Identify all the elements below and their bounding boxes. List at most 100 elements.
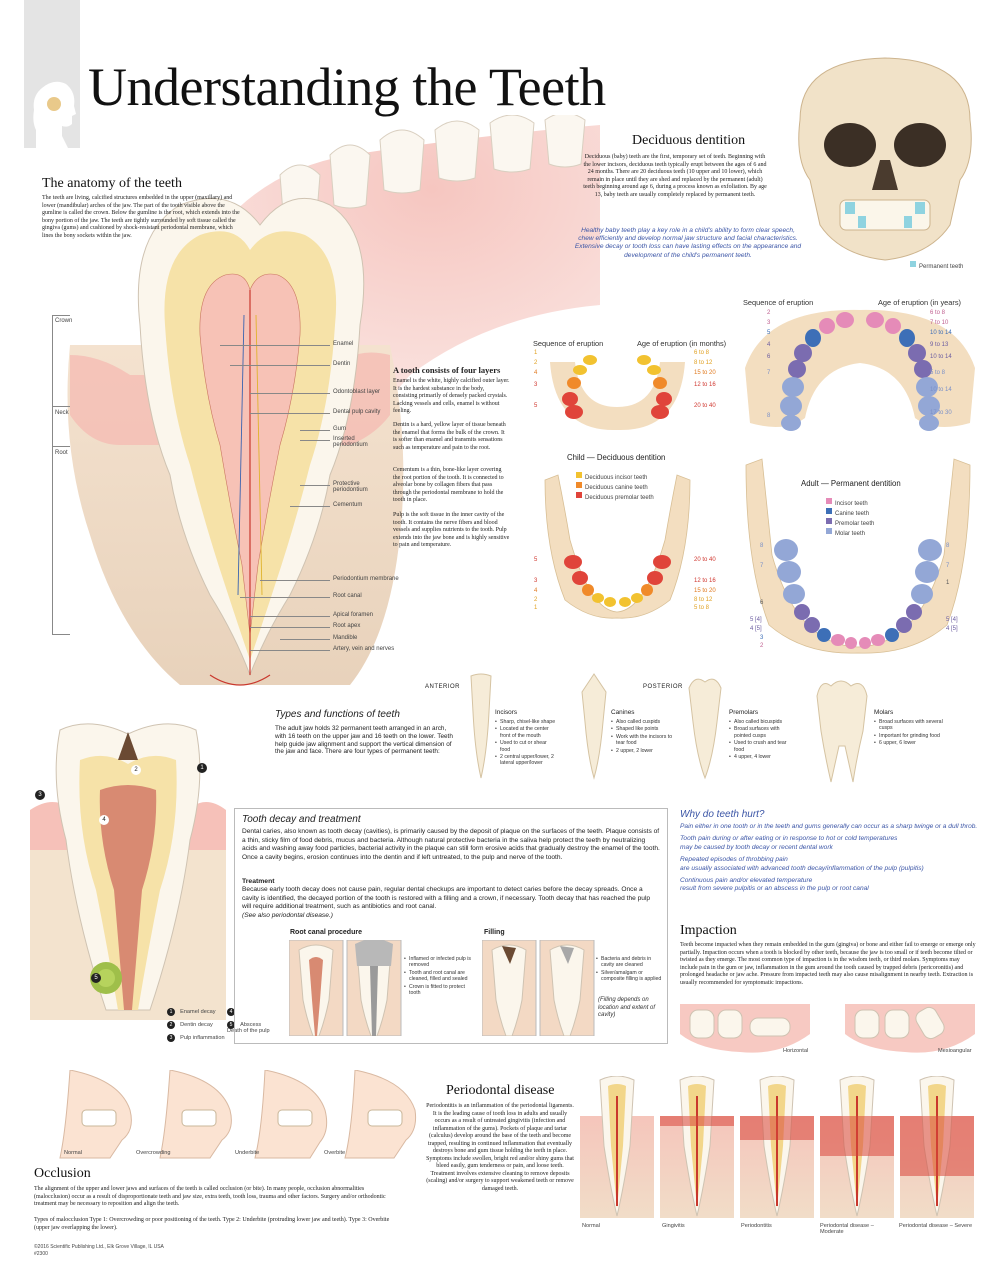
canine-illustration	[578, 672, 610, 780]
canines-list: Also called cuspids Shaped like points W…	[611, 719, 673, 755]
child-upper-seq-2: 2	[534, 360, 538, 366]
decay-p1: Dental caries, also known as tooth decay…	[242, 828, 660, 861]
permanent-teeth-label: Permanent teeth	[919, 264, 964, 270]
periodontal-stage-periodontitis: Periodontitis	[741, 1223, 772, 1229]
periodontal-stage-severe: Periodontal disease – Severe	[899, 1223, 973, 1229]
page-title: Understanding the Teeth	[88, 57, 606, 117]
adult-lower-left-4: 5 [4]	[750, 617, 762, 623]
adult-upper-seq-5: 6	[767, 354, 771, 360]
posterior-label: POSTERIOR	[643, 684, 683, 690]
adult-legend-title: Adult — Permanent dentition	[801, 479, 901, 488]
child-legend-premolar: Deciduous premolar teeth	[576, 484, 654, 501]
adult-lower-left-2: 7	[760, 563, 764, 569]
decay-marker-5: 5	[91, 973, 101, 983]
occlusion-normal: Normal	[64, 1150, 83, 1156]
why-item-4-title: Continuous pain and/or elevated temperat…	[680, 877, 813, 885]
types-heading: Types and functions of teeth	[275, 709, 400, 720]
child-upper-age-5: 20 to 40	[694, 403, 716, 409]
layers-enamel: Enamel is the white, highly calcified ou…	[393, 378, 510, 414]
child-lower-age-1: 20 to 40	[694, 557, 716, 563]
impaction-caption-horizontal: Horizontal	[783, 1048, 809, 1054]
impaction-caption-mesioangular: Mesioangular	[938, 1048, 972, 1054]
list-item: Also called bicuspids	[729, 719, 797, 726]
deciduous-text: Deciduous (baby) teeth are the first, te…	[583, 154, 767, 198]
decay-marker-1: 1	[197, 763, 207, 773]
child-upper-seq-1: 1	[534, 350, 538, 356]
layers-pulp: Pulp is the soft tissue in the inner cav…	[393, 512, 510, 548]
filling-title: Filling	[484, 929, 505, 936]
child-upper-age-2: 8 to 12	[694, 360, 713, 366]
periodontal-stage-gingivitis: Gingivitis	[662, 1223, 685, 1229]
swatch-adult-canine	[826, 507, 832, 514]
premolars-list: Also called bicuspids Broad surfaces wit…	[729, 719, 797, 761]
adult-upper-age-8: 17 to 30	[930, 410, 952, 416]
list-item: 4 upper, 4 lower	[729, 754, 797, 761]
impaction-horizontal-illustration	[680, 1004, 810, 1056]
occlusion-overbite: Overbite	[324, 1150, 346, 1156]
region-bracket-neck	[52, 407, 70, 447]
child-upper-seq-5: 5	[534, 403, 538, 409]
region-label-root: Root	[55, 450, 68, 456]
occlusion-underbite: Underbite	[235, 1150, 260, 1156]
why-item-3-title: Repeated episodes of throbbing pain	[680, 856, 788, 864]
adult-upper-seq-3: 5	[767, 330, 771, 336]
decay-heading: Tooth decay and treatment	[242, 814, 361, 825]
impaction-mesioangular-illustration	[845, 1004, 975, 1056]
adult-upper-age-6: 5 to 8	[930, 370, 946, 376]
child-lower-jaw	[540, 470, 695, 620]
list-item: Silver/amalgam or composite filling is a…	[596, 970, 662, 983]
child-legend-canine: Deciduous canine teeth	[576, 474, 654, 491]
adult-legend-premolar: Premolar teeth	[826, 510, 874, 527]
list-item: 2 central upper/lower, 2 lateral upper/l…	[495, 754, 557, 767]
periodontal-stage-moderate: Periodontal disease – Moderate	[820, 1223, 874, 1235]
layers-dentin: Dentin is a hard, yellow layer of tissue…	[393, 422, 506, 451]
why-item-2-sub: may be caused by tooth decay or recent d…	[680, 843, 833, 851]
swatch-canine	[576, 481, 582, 488]
decay-illustration	[30, 720, 226, 1020]
why-item-2-title: Tooth pain during or after eating or in …	[680, 835, 898, 843]
molars-name: Molars	[874, 709, 894, 716]
adult-age-label: Age of eruption (in years)	[878, 298, 961, 307]
types-text: The adult jaw holds 32 permanent teeth a…	[275, 725, 453, 756]
stage-2: 2 Dentin decay	[167, 1011, 213, 1030]
label-odontoblast: Odontoblast layer	[333, 389, 381, 395]
child-lower-seq-1: 5	[534, 557, 538, 563]
adult-upper-age-3: 10 to 14	[930, 330, 952, 336]
why-list: Pain either in one tooth or in the teeth…	[680, 823, 980, 894]
label-pulp-cavity: Dental pulp cavity	[333, 409, 381, 415]
stage-4: 4 Death of the pulp	[227, 1008, 270, 1034]
impaction-text: Teeth become impacted when they remain e…	[680, 942, 976, 986]
label-root-canal: Root canal	[333, 593, 362, 599]
adult-legend: Incisor teeth Canine teeth Premolar teet…	[826, 490, 874, 537]
adult-lower-left-1: 8	[760, 543, 764, 549]
periodontal-heading: Periodontal disease	[446, 1083, 555, 1098]
adult-lower-right-3: 1	[946, 580, 950, 586]
child-legend: Deciduous incisor teeth Deciduous canine…	[576, 464, 654, 501]
child-lower-seq-5: 1	[534, 605, 538, 611]
adult-legend-canine: Canine teeth	[826, 500, 874, 517]
list-item: Sharp, chisel-like shape	[495, 719, 557, 726]
adult-legend-incisor: Incisor teeth	[826, 490, 874, 507]
see-also: (See also periodontal disease.)	[242, 912, 333, 919]
layers-cementum: Cementum is a thin, bone-like layer cove…	[393, 467, 504, 503]
label-enamel: Enamel	[333, 341, 354, 347]
root-canal-list: Inflamed or infected pulp is removed Too…	[404, 956, 474, 997]
adult-upper-seq-4: 4	[767, 342, 771, 348]
decay-p2: Because early tooth decay does not cause…	[242, 886, 651, 911]
why-item-3-sub: are usually associated with advanced too…	[680, 864, 924, 872]
adult-upper-arch	[745, 308, 975, 433]
label-protective-periodontium: Protective periodontium	[333, 481, 368, 493]
occlusion-profiles	[30, 1069, 420, 1160]
list-item: Shaped like points	[611, 726, 673, 733]
adult-lower-right-4: 5 [4]	[946, 617, 958, 623]
child-upper-seq-4: 3	[534, 382, 538, 388]
root-canal-title: Root canal procedure	[290, 929, 362, 936]
stage-5: 5 Abscess	[227, 1011, 261, 1030]
adult-upper-age-7: 10 to 14	[930, 387, 952, 393]
label-periodontium-membrane: Periodontium membrane	[333, 576, 399, 582]
child-upper-age-4: 12 to 16	[694, 382, 716, 388]
decay-stage-legend: 1 Enamel decay 2 Dentin decay 3 Pulp inf…	[167, 998, 277, 1042]
child-lower-seq-2: 3	[534, 578, 538, 584]
swatch-premolar	[576, 491, 582, 498]
decay-box	[234, 808, 668, 1044]
